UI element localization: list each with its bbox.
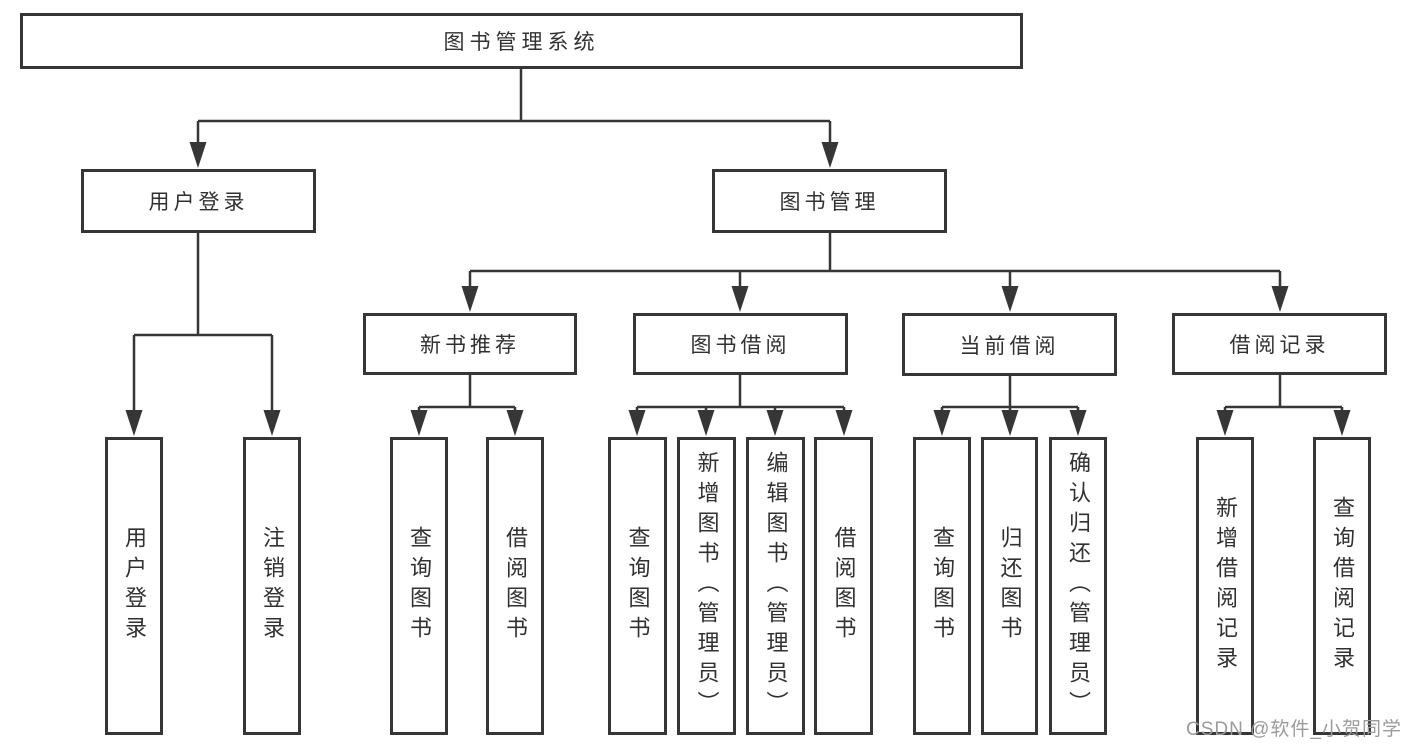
node-label: 图书管理系统	[443, 31, 600, 54]
leaf-label: 注销登录	[260, 526, 285, 646]
node-book-management: 图书管理	[712, 169, 947, 233]
leaf-query-books-recommend: 查询图书	[390, 437, 448, 735]
leaf-edit-book-admin: 编辑图书（管理员）	[746, 437, 805, 735]
csdn-watermark: CSDN @软件_小贺同学	[1186, 719, 1402, 740]
leaf-borrow-books: 借阅图书	[814, 437, 873, 735]
node-current-borrowing: 当前借阅	[902, 313, 1117, 376]
leaf-label: 查询图书	[930, 526, 955, 646]
leaf-label: 新增图书（管理员）	[694, 451, 720, 721]
node-label: 用户登录	[148, 191, 249, 214]
leaf-add-borrow-record: 新增借阅记录	[1196, 437, 1254, 735]
node-borrowing-records: 借阅记录	[1172, 313, 1387, 375]
leaf-label: 查询借阅记录	[1330, 496, 1355, 676]
leaf-label: 编辑图书（管理员）	[763, 451, 789, 721]
leaf-logout: 注销登录	[243, 437, 301, 735]
leaf-add-book-admin: 新增图书（管理员）	[677, 437, 736, 735]
leaf-borrow-books-recommend: 借阅图书	[486, 437, 544, 735]
leaf-query-books-current: 查询图书	[913, 437, 971, 735]
node-system-root: 图书管理系统	[20, 13, 1023, 69]
leaf-query-books-borrowing: 查询图书	[608, 437, 667, 735]
leaf-user-login: 用户登录	[105, 437, 163, 735]
node-new-book-recommend: 新书推荐	[363, 313, 577, 375]
leaf-label: 查询图书	[407, 526, 432, 646]
leaf-label: 借阅图书	[503, 526, 528, 646]
leaf-label: 借阅图书	[831, 526, 857, 646]
node-label: 图书管理	[779, 191, 880, 214]
leaf-confirm-return-admin: 确认归还（管理员）	[1049, 437, 1107, 735]
node-label: 借阅记录	[1229, 334, 1330, 357]
leaf-label: 查询图书	[625, 526, 651, 646]
leaf-label: 确认归还（管理员）	[1066, 451, 1091, 721]
node-label: 当前借阅	[959, 334, 1060, 358]
arrowheads	[125, 142, 1351, 436]
node-label: 新书推荐	[420, 334, 520, 357]
leaf-query-borrow-record: 查询借阅记录	[1313, 437, 1371, 735]
leaf-label: 新增借阅记录	[1213, 496, 1238, 676]
node-book-borrowing: 图书借阅	[633, 313, 848, 375]
leaf-label: 用户登录	[122, 526, 147, 646]
node-label: 图书借阅	[690, 334, 791, 357]
leaf-label: 归还图书	[997, 526, 1023, 646]
leaf-return-book: 归还图书	[981, 437, 1038, 735]
node-user-login: 用户登录	[81, 169, 316, 233]
